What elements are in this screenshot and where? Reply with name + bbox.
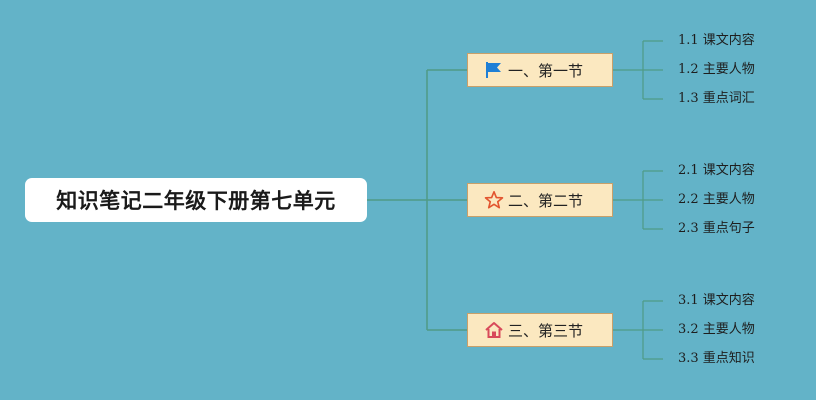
leaf-3-3[interactable]: 3.3 重点知识 [678, 351, 755, 366]
root-title: 知识笔记二年级下册第七单元 [56, 189, 336, 213]
section-node-2[interactable]: 二、第二节 [467, 183, 613, 217]
leaf-1-1[interactable]: 1.1 课文内容 [678, 33, 755, 48]
leaf-2-2[interactable]: 2.2 主要人物 [678, 192, 755, 207]
leaf-3-1[interactable]: 3.1 课文内容 [678, 293, 755, 308]
section-node-3[interactable]: 三、第三节 [467, 313, 613, 347]
section-node-1[interactable]: 一、第一节 [467, 53, 613, 87]
section-label-1: 一、第一节 [508, 61, 584, 80]
section-label-3: 三、第三节 [508, 321, 584, 340]
leaf-1-2[interactable]: 1.2 主要人物 [678, 62, 755, 77]
leaf-1-3[interactable]: 1.3 重点词汇 [678, 91, 755, 106]
root-node[interactable]: 知识笔记二年级下册第七单元 [25, 178, 367, 222]
section-label-2: 二、第二节 [508, 191, 584, 210]
leaf-3-2[interactable]: 3.2 主要人物 [678, 322, 755, 337]
leaf-2-1[interactable]: 2.1 课文内容 [678, 163, 755, 178]
home-icon [484, 320, 504, 340]
leaf-2-3[interactable]: 2.3 重点句子 [678, 221, 755, 236]
flag-icon [484, 60, 504, 80]
star-icon [484, 190, 504, 210]
